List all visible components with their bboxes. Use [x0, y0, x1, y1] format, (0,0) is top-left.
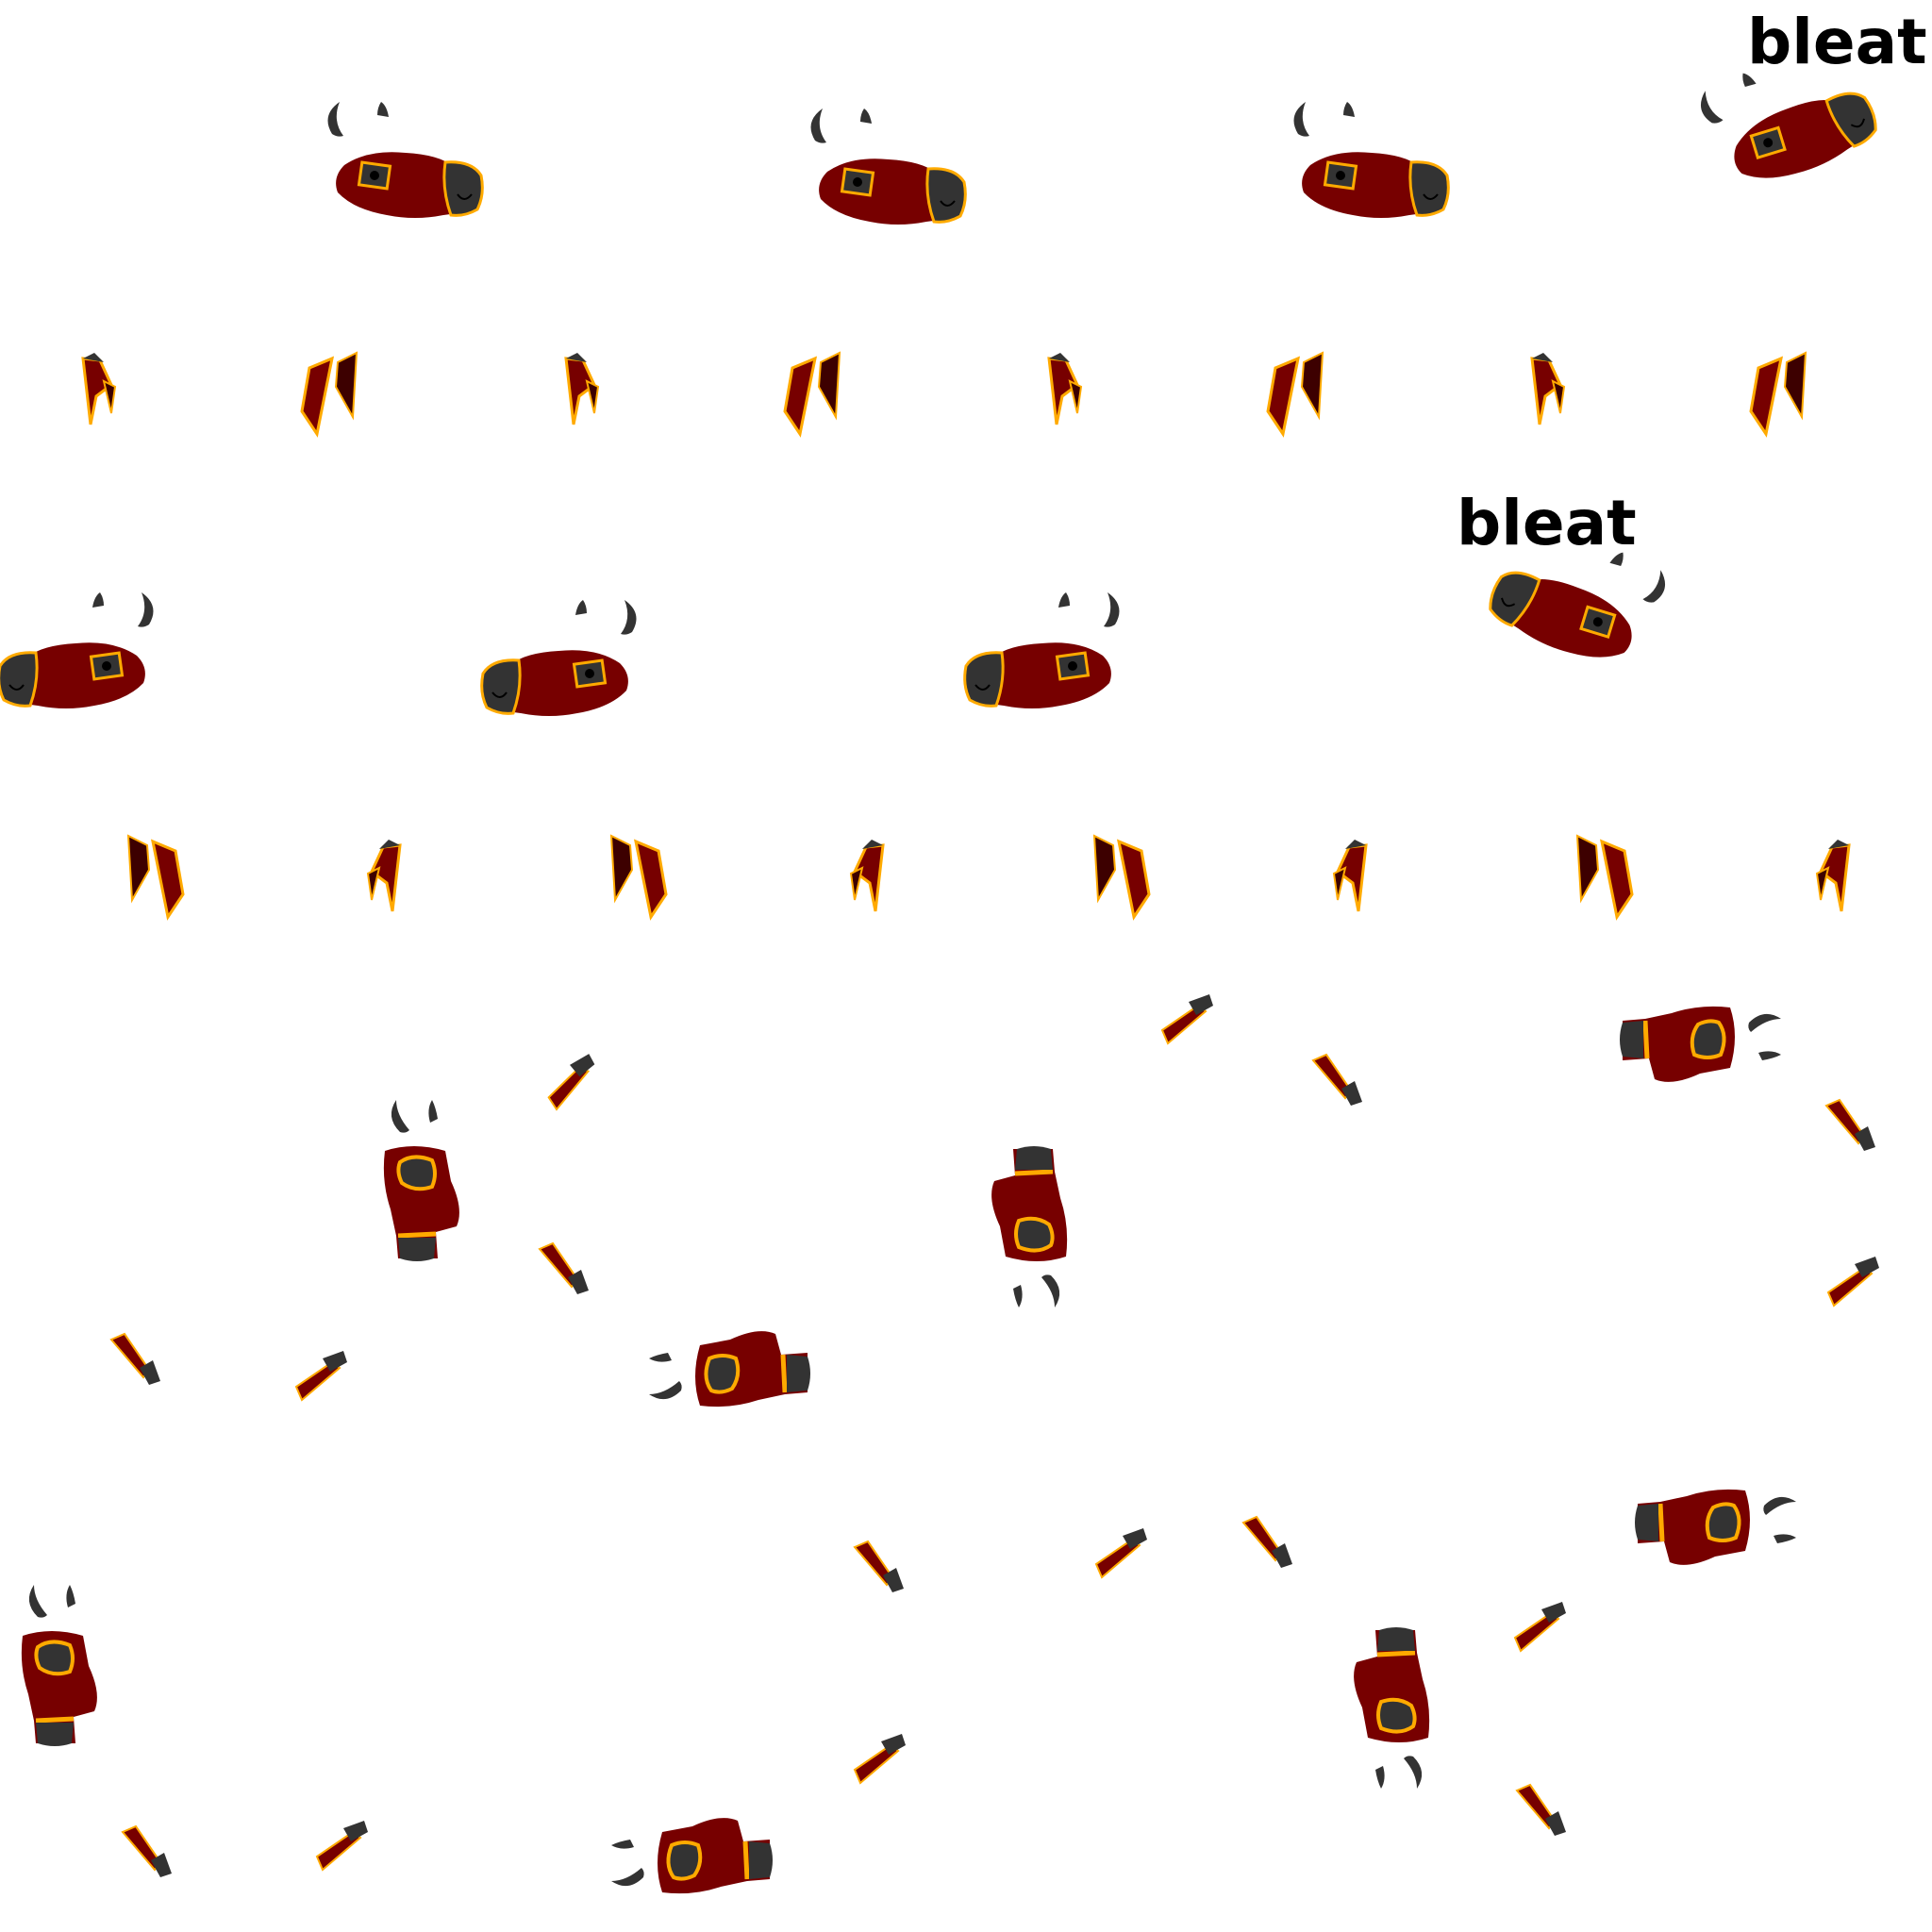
- speech-bleat-2: bleat: [1457, 487, 1637, 559]
- sprite-leg-2e: [122, 1825, 173, 1878]
- sprite-leg-2f: [316, 1820, 369, 1871]
- sprite-legs-r2-5: [1092, 834, 1151, 919]
- sprite-topdown-up-1: [384, 1100, 459, 1261]
- sprite-topdown-down-1: [991, 1146, 1067, 1307]
- sprite-topdown-down-2: [1354, 1627, 1429, 1789]
- sprite-legs-r1-3: [564, 351, 600, 426]
- sprite-legs-r1-5: [1047, 351, 1083, 426]
- sprite-leg-1c: [110, 1333, 161, 1386]
- sprite-leg-1f: [1312, 1054, 1363, 1107]
- sprite-legs-r1-4: [783, 351, 841, 436]
- sprite-legs-r2-6: [1332, 838, 1368, 913]
- sprite-topdown-right-2: [1635, 1490, 1796, 1565]
- sprite-body-left-1: [0, 592, 154, 710]
- sprite-body-left-3: [963, 592, 1120, 710]
- sprite-legs-r1-7: [1530, 351, 1566, 426]
- sprite-legs-r2-8: [1815, 838, 1851, 913]
- sprite-leg-1a: [541, 1052, 603, 1112]
- sprite-legs-r1-1: [81, 351, 117, 426]
- speech-bleat-1: bleat: [1747, 6, 1927, 78]
- sprite-leg-1b: [539, 1242, 590, 1295]
- sprite-legs-r2-7: [1575, 834, 1634, 919]
- sprite-body-right-1: [327, 102, 484, 220]
- sprite-legs-r1-8: [1749, 351, 1807, 436]
- sprite-body-right-3: [1293, 102, 1450, 220]
- sprite-legs-r2-1: [126, 834, 185, 919]
- sprite-legs-r1-6: [1266, 351, 1324, 436]
- sprite-leg-2c: [1242, 1516, 1293, 1569]
- sprite-leg-1d: [295, 1350, 348, 1401]
- sprite-topdown-left-2: [611, 1818, 773, 1893]
- sprite-leg-1g: [1825, 1099, 1876, 1152]
- sprite-legs-r2-3: [609, 834, 668, 919]
- sprite-body-right-2: [810, 108, 967, 226]
- sprite-topdown-left-1: [649, 1331, 810, 1407]
- sprite-leg-2d: [854, 1733, 907, 1784]
- sprite-legs-r2-4: [849, 838, 885, 913]
- sprite-leg-2g: [1514, 1601, 1567, 1652]
- sprite-legs-r2-2: [366, 838, 402, 913]
- sprite-leg-2h: [1516, 1784, 1567, 1837]
- sprite-leg-1h: [1827, 1256, 1880, 1307]
- sprite-leg-2b: [1095, 1527, 1148, 1578]
- sprite-leg-2a: [854, 1541, 905, 1593]
- sprite-leg-1e: [1161, 993, 1214, 1044]
- sprite-topdown-right-1: [1620, 1007, 1781, 1082]
- sprite-body-left-2: [480, 600, 637, 718]
- sprite-legs-r1-2: [300, 351, 358, 436]
- sprite-topdown-up-2: [22, 1585, 97, 1746]
